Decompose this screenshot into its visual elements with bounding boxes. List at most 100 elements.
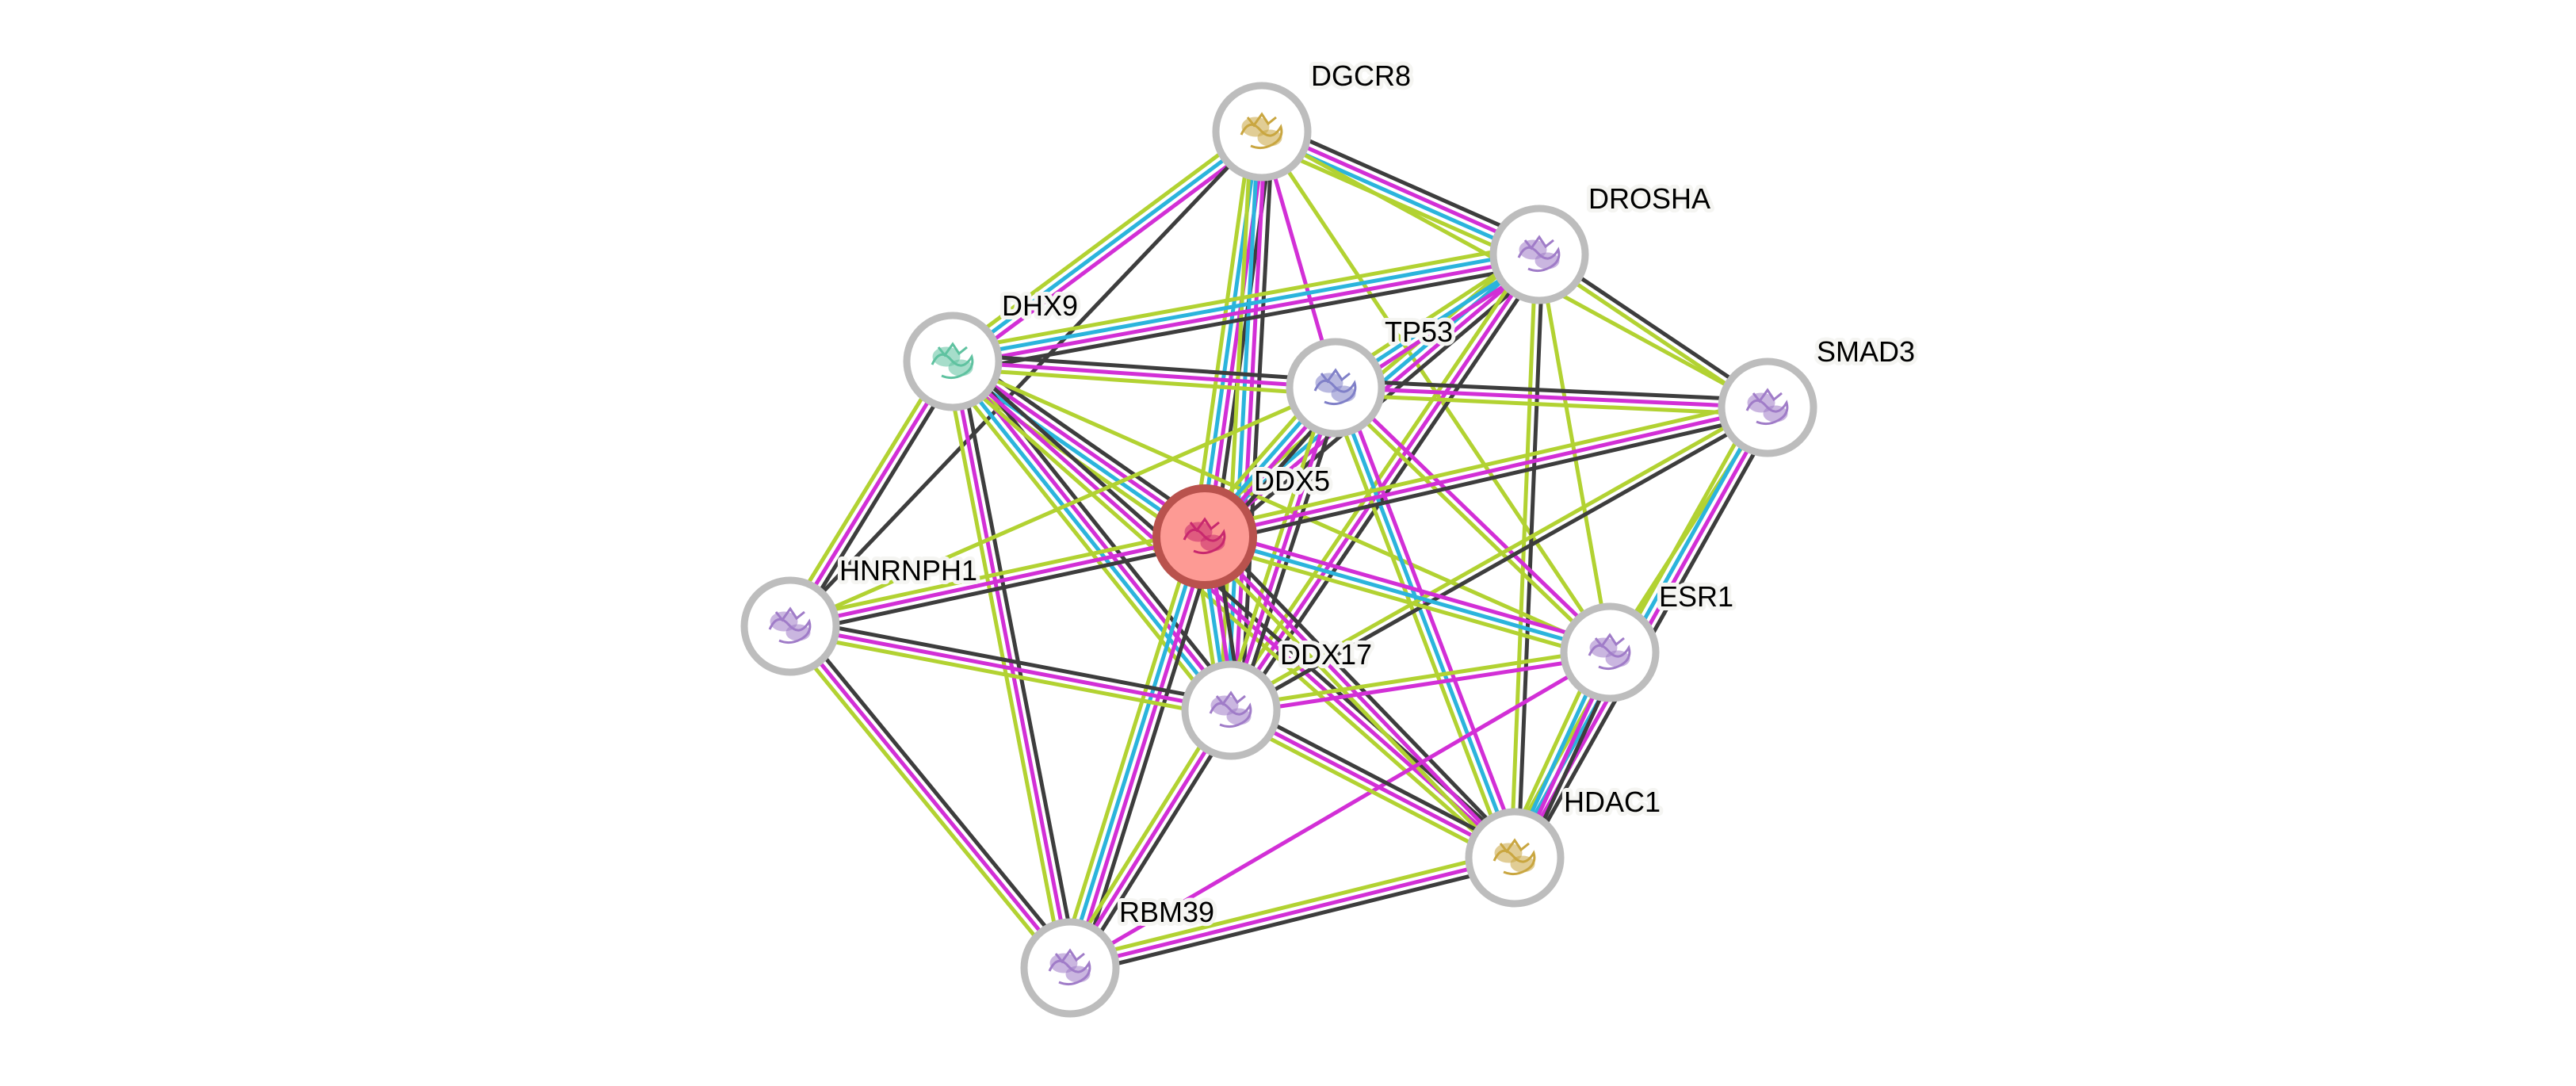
edge-tp53-esr1[interactable] [1332, 383, 1614, 657]
evidence-line-coexpression [794, 620, 1077, 965]
evidence-line-coexpression [1231, 408, 1771, 716]
evidence-line-textmining [1192, 129, 1254, 536]
evidence-line-databases [1204, 534, 1611, 655]
evidence-line-coexpression [789, 130, 1263, 628]
evidence-line-coexpression [1074, 713, 1239, 973]
evidence-line-coexpression [959, 354, 1241, 706]
protein-structure-icon [1517, 235, 1561, 273]
evidence-line-coexpression [791, 541, 1207, 636]
evidence-line-experiments [1204, 405, 1768, 539]
edge-drosha-hdac1[interactable] [1509, 254, 1545, 858]
protein-structure-icon [768, 606, 812, 644]
evidence-line-experiments [1069, 855, 1515, 970]
evidence-line-coexpression [1336, 378, 1768, 403]
node-ddx5[interactable]: DDX5 [1152, 461, 1334, 589]
node-hnrnph1[interactable]: HNRNPH1 [740, 550, 981, 676]
edges-layer [782, 120, 1779, 977]
node-label: ESR1 [1659, 580, 1733, 613]
evidence-line-coexpression [1515, 254, 1545, 858]
evidence-line-textmining [952, 366, 1336, 397]
evidence-line-experiments [1203, 535, 1516, 859]
edge-esr1-rbm39[interactable] [1068, 650, 1611, 970]
edge-ddx17-rbm39[interactable] [1062, 705, 1239, 973]
protein-structure-icon [1048, 948, 1091, 986]
evidence-line-coexpression [794, 364, 961, 632]
evidence-line-experiments [788, 360, 955, 628]
evidence-line-experiments [1340, 384, 1523, 856]
evidence-line-databases [1225, 131, 1261, 710]
evidence-line-experiments [1068, 709, 1233, 969]
edge-dgcr8-dhx9[interactable] [947, 124, 1267, 369]
evidence-line-textmining [1332, 388, 1609, 657]
evidence-line-coexpression [791, 617, 1233, 706]
evidence-line-textmining [788, 631, 1230, 720]
edge-tp53-hnrnph1[interactable] [789, 385, 1337, 629]
edge-tp53-hdac1[interactable] [1327, 384, 1523, 862]
evidence-line-experiments [954, 358, 1236, 709]
evidence-line-textmining [1057, 533, 1197, 966]
protein-structure-icon [1492, 838, 1536, 876]
evidence-line-experiments [951, 360, 1516, 859]
evidence-line-experiments [1229, 708, 1516, 860]
node-dgcr8[interactable]: DGCR8 [1212, 55, 1415, 182]
evidence-line-textmining [950, 242, 1538, 354]
evidence-line-textmining [1202, 541, 1609, 662]
node-smad3[interactable]: SMAD3 [1718, 331, 1919, 457]
evidence-line-databases [1333, 387, 1517, 858]
evidence-line-textmining [783, 629, 1066, 974]
edge-drosha-dhx9[interactable] [950, 242, 1542, 374]
evidence-line-experiments [1229, 253, 1542, 712]
node-rbm39[interactable]: RBM39 [1020, 892, 1218, 1018]
node-label: HNRNPH1 [839, 554, 977, 587]
edge-dhx9-ddx17[interactable] [942, 354, 1241, 718]
edge-hdac1-rbm39[interactable] [1068, 848, 1517, 977]
evidence-line-textmining [1198, 540, 1512, 864]
edge-ddx5-esr1[interactable] [1202, 527, 1613, 662]
node-esr1[interactable]: ESR1 [1560, 576, 1737, 702]
edge-ddx5-hnrnph1[interactable] [788, 527, 1207, 636]
evidence-line-coexpression [953, 352, 1336, 383]
evidence-line-textmining [1327, 389, 1510, 862]
protein-structure-icon [1240, 112, 1283, 150]
edge-hnrnph1-rbm39[interactable] [783, 620, 1077, 974]
evidence-line-textmining [1222, 384, 1331, 709]
node-label: DDX17 [1280, 638, 1372, 671]
evidence-line-experiments [1071, 537, 1210, 970]
node-label: RBM39 [1119, 896, 1214, 928]
edge-dgcr8-hnrnph1[interactable] [789, 130, 1263, 628]
evidence-line-textmining [1509, 254, 1538, 858]
evidence-line-experiments [789, 625, 1072, 969]
node-label: DGCR8 [1311, 59, 1411, 92]
evidence-line-coexpression [1206, 412, 1770, 546]
edge-smad3-ddx5[interactable] [1202, 398, 1770, 546]
evidence-line-experiments [950, 361, 1072, 969]
evidence-line-coexpression [954, 262, 1542, 374]
edge-hnrnph1-ddx17[interactable] [788, 617, 1233, 720]
edge-ddx17-hdac1[interactable] [1226, 702, 1519, 866]
edge-dhx9-esr1[interactable] [951, 359, 1611, 655]
protein-structure-icon [931, 342, 974, 380]
evidence-line-textmining [1229, 647, 1610, 709]
evidence-line-textmining [1068, 848, 1514, 963]
edge-tp53-smad3[interactable] [1335, 378, 1768, 417]
evidence-line-textmining [1226, 714, 1513, 866]
evidence-line-experiments [789, 624, 1232, 713]
node-label: DHX9 [1002, 289, 1078, 322]
node-drosha[interactable]: DROSHA [1489, 178, 1714, 304]
edge-tp53-ddx17[interactable] [1222, 384, 1344, 713]
evidence-line-experiments [953, 255, 1541, 367]
evidence-line-experiments [1068, 650, 1611, 970]
node-ddx17[interactable]: DDX17 [1181, 634, 1376, 760]
edge-esr1-ddx17[interactable] [1229, 647, 1611, 716]
node-label: HDAC1 [1564, 786, 1661, 818]
evidence-line-experiments [955, 136, 1267, 369]
evidence-line-textmining [1202, 398, 1767, 532]
node-dhx9[interactable]: DHX9 [903, 285, 1082, 411]
evidence-line-coexpression [1265, 120, 1545, 247]
node-hdac1[interactable]: HDAC1 [1465, 782, 1664, 908]
edge-dhx9-hnrnph1[interactable] [782, 356, 961, 632]
node-tp53[interactable]: TP53 [1286, 312, 1457, 438]
evidence-line-textmining [951, 359, 1611, 655]
edge-dhx9-tp53[interactable] [952, 352, 1336, 397]
